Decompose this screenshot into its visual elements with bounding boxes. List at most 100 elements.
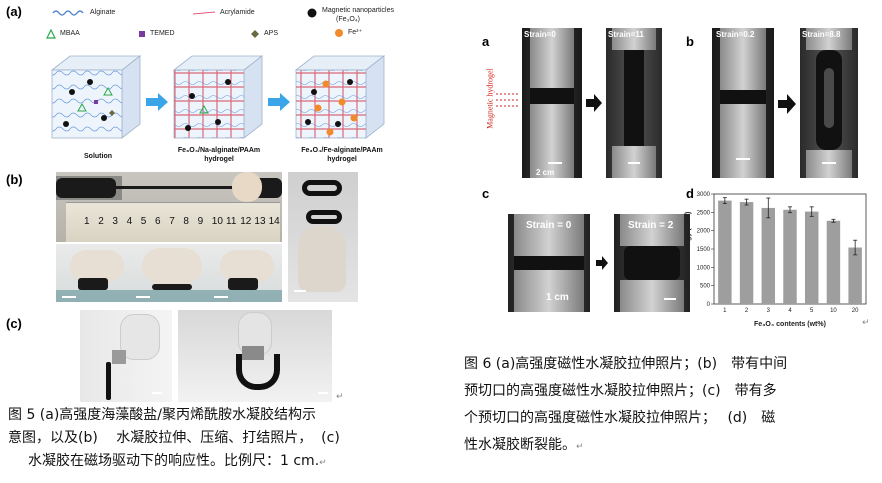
legend-mbaa: MBAA xyxy=(60,30,80,37)
fig5-return-mark: ↵ xyxy=(336,392,344,402)
fig6-caption-line4: 性水凝胶断裂能。↵ xyxy=(464,435,584,457)
fig5-caption-line3: 水凝胶在磁场驱动下的响应性。比例尺：1 cm.↵ xyxy=(28,451,327,473)
ruler xyxy=(66,202,280,242)
cube-label-solution: Solution xyxy=(84,153,112,160)
cube-fe-alginate xyxy=(294,55,386,139)
strain-label-c0: Strain = 0 xyxy=(526,220,572,231)
ruler-number: 12 xyxy=(240,216,252,227)
arrow-right-icon xyxy=(146,93,168,111)
fig5-caption-return-mark: ↵ xyxy=(319,458,327,468)
fig6-chart-return-mark: ↵ xyxy=(862,318,870,328)
magnetic-hydrogel-label-box: Magnetic hydrogel xyxy=(482,60,495,140)
legend-temed: TEMED xyxy=(150,30,175,37)
ruler-number: 13 xyxy=(254,216,266,227)
acrylamide-legend-icon xyxy=(192,11,216,15)
panel-label-c: (c) xyxy=(6,316,22,331)
strain-label-a0: Strain=0 xyxy=(524,30,556,39)
arrow-right-icon xyxy=(268,93,290,111)
bar xyxy=(761,207,776,304)
y-tick-label: 1000 xyxy=(697,265,711,271)
legend-magnetic: Magnetic nanoparticles xyxy=(322,7,394,14)
figure-5: (a) Alginate Acrylamide Magnetic nanopar… xyxy=(0,0,420,483)
x-tick-label: 20 xyxy=(852,308,859,314)
ruler-number: 11 xyxy=(226,216,237,227)
scale-label-a: 2 cm xyxy=(536,168,555,177)
legend-aps: APS xyxy=(264,30,279,37)
fig6-caption-line4-text: 性水凝胶断裂能。 xyxy=(464,437,576,453)
knot-photo xyxy=(288,172,358,302)
compression-photo xyxy=(56,244,282,302)
y-tick-label: 3000 xyxy=(697,192,711,198)
y-tick-label: 2000 xyxy=(697,229,711,235)
ruler-number: 3 xyxy=(112,216,118,227)
ruler-number: 1 xyxy=(84,216,90,227)
strain-label-b0: Strain=0.2 xyxy=(716,30,755,39)
hydrogel-structure-schematic xyxy=(50,55,386,139)
cube-label-mid-line1: Fe₃O₄/Na-alginate/PAAm xyxy=(177,147,261,154)
y-tick-label: 1500 xyxy=(697,247,711,253)
panel-label-b-fig6: b xyxy=(686,34,694,49)
strain-label-c1: Strain = 2 xyxy=(628,220,674,231)
fe-ion-legend-icon xyxy=(335,29,343,37)
fig6c-photo-1: Strain = 0 1 cm xyxy=(508,214,590,312)
magnet-drive-photo-2 xyxy=(178,310,332,402)
x-axis-label: Fe₃O₄ contents (wt%) xyxy=(754,321,826,328)
cube-label-right: Fe₃O₄/Fe-alginate/PAAm hydrogel xyxy=(286,146,398,164)
fig6a-photo-2: Strain=11 xyxy=(606,28,662,178)
magnetic-hydrogel-label: Magnetic hydrogel xyxy=(485,68,495,129)
panel-label-a: (a) xyxy=(6,4,22,19)
ruler-number: 10 xyxy=(211,216,223,227)
cube-label-mid: Fe₃O₄/Na-alginate/PAAm hydrogel xyxy=(164,146,274,164)
ruler-number: 8 xyxy=(183,216,189,227)
panel-label-a-fig6: a xyxy=(482,34,490,49)
y-tick-label: 2500 xyxy=(697,210,711,216)
figure-6: a Magnetic hydrogel Strain=0 2 cm Strain… xyxy=(430,0,882,483)
legend-acrylamide: Acrylamide xyxy=(220,9,255,16)
panel-label-d-fig6: d xyxy=(686,186,694,201)
aps-diamond-icon xyxy=(251,30,259,38)
y-axis-label: Fracture Energy (J/m²) xyxy=(685,212,692,287)
legend-fe: Fe³⁺ xyxy=(348,29,363,36)
x-tick-label: 5 xyxy=(810,308,814,314)
alginate-legend-icon xyxy=(52,10,84,16)
arrow-right-icon xyxy=(778,94,796,114)
fig6-caption-return-mark: ↵ xyxy=(576,442,584,452)
fig6-caption-line3: 个预切口的高强度磁性水凝胶拉伸照片； (d) 磁 xyxy=(464,410,776,426)
fig5-caption-line3-text: 水凝胶在磁场驱动下的响应性。比例尺：1 cm. xyxy=(28,453,320,469)
strain-label-b1: Strain=8.8 xyxy=(802,30,841,39)
legend-magnetic-formula: (Fe₃O₄) xyxy=(336,16,360,23)
bar xyxy=(848,247,862,304)
scale-label-c: 1 cm xyxy=(546,292,569,303)
bar xyxy=(826,220,841,304)
mbaa-triangle-icon xyxy=(46,29,56,39)
y-tick-label: 0 xyxy=(707,302,711,308)
ruler-number: 6 xyxy=(155,216,161,227)
fig6b-photo-2: Strain=8.8 xyxy=(800,28,858,178)
cube-label-right-line1: Fe₃O₄/Fe-alginate/PAAm xyxy=(301,147,383,154)
fig6-caption-line1: 图 6 (a)高强度磁性水凝胶拉伸照片；(b) 带有中间 xyxy=(464,356,788,372)
bar xyxy=(783,209,797,304)
fig6b-photo-1: Strain=0.2 xyxy=(712,28,774,178)
bar xyxy=(718,200,732,304)
arrow-right-icon xyxy=(596,256,608,270)
ruler-number: 14 xyxy=(268,216,280,227)
x-tick-label: 2 xyxy=(745,308,749,314)
cube-solution xyxy=(50,55,142,139)
legend: Alginate Acrylamide Magnetic nanoparticl… xyxy=(46,7,412,47)
x-tick-label: 3 xyxy=(767,308,771,314)
ruler-number: 5 xyxy=(140,216,147,227)
y-tick-label: 500 xyxy=(700,284,711,290)
x-tick-label: 1 xyxy=(723,308,727,314)
ruler-number: 2 xyxy=(98,216,104,227)
panel-label-b: (b) xyxy=(6,172,23,187)
magnetic-particle-legend-icon xyxy=(307,8,317,18)
bar xyxy=(739,202,754,304)
dashed-pointer xyxy=(496,93,520,107)
legend-alginate: Alginate xyxy=(90,9,116,16)
x-tick-label: 4 xyxy=(788,308,792,314)
magnet-drive-photo-1 xyxy=(80,310,172,402)
panel-label-c-fig6: c xyxy=(482,186,490,201)
fig6c-photo-2: Strain = 2 xyxy=(614,214,690,312)
